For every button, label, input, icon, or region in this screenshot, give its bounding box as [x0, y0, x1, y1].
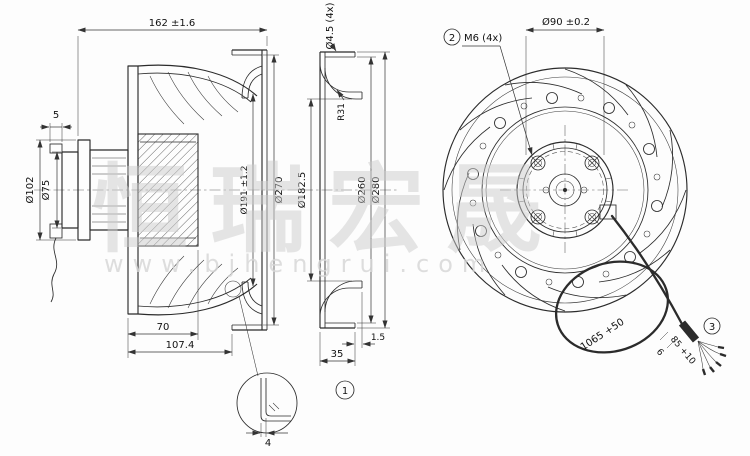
power-cable	[610, 214, 684, 326]
cable-loop	[554, 260, 670, 354]
dim-d102-label: Ø102	[24, 177, 36, 204]
motor-top-tab	[49, 143, 63, 154]
motor-hub	[516, 141, 614, 239]
detail-callout: 4	[224, 280, 298, 449]
detail-view-circle	[236, 372, 298, 434]
dim-d260-label: Ø260	[356, 177, 368, 204]
dim-d45-label: Ø4.5 (4x)	[324, 2, 336, 49]
callout-1-circle	[335, 380, 355, 400]
detail-dim-4-label: 4	[265, 438, 271, 449]
dim-35-label: 35	[331, 349, 344, 360]
dim-d90-label: Ø90 ±0.2	[542, 16, 590, 28]
dim-d75-label: Ø75	[40, 180, 52, 201]
side-view: 162 ±1.6 5 Ø102 Ø75 Ø191 ±1.2	[24, 18, 300, 449]
front-view: Ø90 ±0.2 2 M6 (4x)	[442, 16, 727, 376]
dim-107-label: 107.4	[166, 340, 195, 351]
callout-1: 1	[335, 380, 355, 400]
lead-wires	[697, 340, 727, 376]
dim-d280-label: Ø280	[370, 177, 382, 204]
cable-gland	[49, 223, 63, 239]
detail-source-circle	[224, 280, 242, 298]
callout-3-circle	[703, 317, 721, 335]
dim-d270-label: Ø270	[273, 177, 285, 204]
dim-5-label: 5	[53, 110, 59, 121]
profile-view: Ø4.5 (4x) R31 Ø182.5 Ø260 Ø280 35	[296, 2, 398, 400]
dim-d191-label: Ø191 ±1.2	[239, 166, 250, 215]
front-view-dimensions: Ø90 ±0.2 2 M6 (4x)	[443, 16, 605, 156]
impeller-face	[442, 67, 688, 313]
side-view-dimensions: 162 ±1.6 5 Ø102 Ø75 Ø191 ±1.2	[24, 18, 285, 358]
dim-r31-label: R31	[337, 103, 347, 121]
terminal-box	[599, 204, 617, 220]
rotor-hatched	[137, 133, 199, 247]
support-plate-side	[231, 49, 268, 331]
motor-section	[49, 139, 129, 303]
cable-connector	[678, 320, 700, 343]
profile-view-dimensions: Ø4.5 (4x) R31 Ø182.5 Ø260 Ø280 35	[296, 2, 390, 366]
support-plate-profile	[319, 51, 363, 329]
motor-cable	[50, 237, 58, 303]
dim-15-label: 1.5	[371, 333, 385, 343]
thread-label: M6 (4x)	[464, 33, 502, 44]
callout-3-number: 3	[709, 322, 715, 333]
dim-strip-a-label: 6	[654, 347, 666, 358]
callout-1-number: 1	[342, 386, 348, 397]
impeller-section	[127, 64, 258, 316]
hub-screws	[530, 155, 600, 225]
callout-2-circle	[443, 28, 461, 46]
dim-162-label: 162 ±1.6	[149, 18, 196, 29]
bolt-circle-dashed	[526, 151, 604, 229]
dim-cable-length-label: 1065 +50	[579, 317, 627, 353]
callout-2-number: 2	[449, 33, 455, 44]
dim-70-label: 70	[157, 322, 170, 333]
dim-d182-label: Ø182.5	[296, 172, 308, 209]
